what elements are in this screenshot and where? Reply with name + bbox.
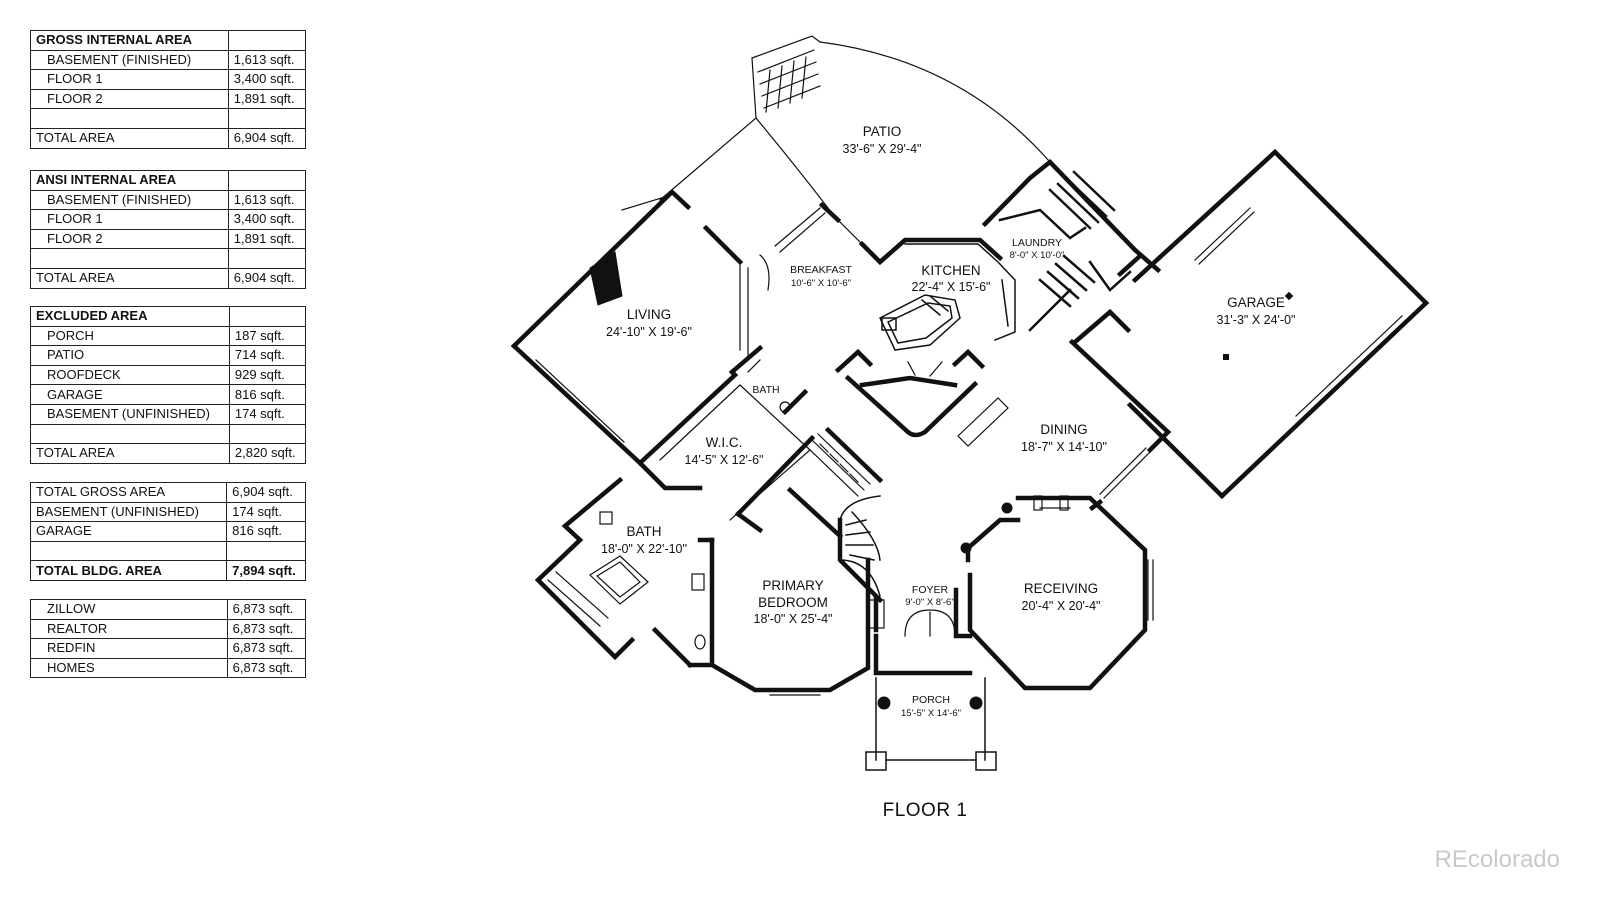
total-value: 2,820 sqft. bbox=[228, 443, 307, 464]
row-label: TOTAL GROSS AREA bbox=[29, 482, 228, 503]
living-windows bbox=[531, 195, 749, 447]
row-value: 3,400 sqft. bbox=[227, 209, 307, 230]
room-label-foyer: FOYER bbox=[912, 584, 949, 596]
room-label-wic: W.I.C. bbox=[706, 435, 743, 450]
room-label-dining: DINING bbox=[1040, 422, 1087, 437]
row-value: 3,400 sqft. bbox=[227, 69, 307, 90]
staircase bbox=[839, 495, 881, 597]
column-icon bbox=[877, 696, 891, 710]
room-label-bath: BATH bbox=[626, 524, 661, 539]
room-label-garage: GARAGE bbox=[1227, 295, 1285, 310]
foyer-walls bbox=[873, 587, 973, 676]
room-dim-laundry: 8'-0" X 10'-0" bbox=[1010, 250, 1065, 261]
total-value: 6,904 sqft. bbox=[227, 127, 307, 149]
gross-internal-area-table: GROSS INTERNAL AREA BASEMENT (FINISHED)1… bbox=[30, 30, 307, 149]
total-value: 6,904 sqft. bbox=[227, 267, 307, 289]
laundry bbox=[998, 170, 1132, 332]
floor-title: FLOOR 1 bbox=[882, 800, 968, 821]
receiving-walls bbox=[965, 495, 1148, 691]
ansi-internal-area-table: ANSI INTERNAL AREA BASEMENT (FINISHED)1,… bbox=[30, 170, 307, 289]
small-bath bbox=[728, 344, 809, 416]
row-value: 1,891 sqft. bbox=[227, 88, 307, 110]
total-label: TOTAL AREA bbox=[30, 267, 229, 289]
pantry bbox=[834, 348, 986, 438]
sink-icon bbox=[747, 359, 761, 373]
room-dim-patio: 33'-6" X 29'-4" bbox=[843, 142, 922, 156]
row-value: 6,873 sqft. bbox=[226, 618, 307, 640]
kitchen-island bbox=[879, 243, 1016, 351]
row-label: HOMES bbox=[30, 657, 228, 679]
bath-walls bbox=[534, 476, 715, 669]
living-walls bbox=[510, 188, 744, 467]
kitchen-walls bbox=[818, 158, 1162, 278]
room-dim-kitchen: 22'-4" X 15'-6" bbox=[912, 280, 991, 294]
row-value: 714 sqft. bbox=[228, 345, 307, 366]
toilet-icon bbox=[779, 401, 791, 413]
porch bbox=[865, 677, 997, 771]
room-dim-dining: 18'-7" X 14'-10" bbox=[1021, 440, 1107, 454]
room-label-living: LIVING bbox=[627, 307, 671, 322]
room-dim-receiving: 20'-4" X 20'-4" bbox=[1022, 599, 1101, 613]
total-value: 7,894 sqft. bbox=[226, 560, 306, 581]
kitchen-bar bbox=[957, 397, 1009, 447]
room-dim-foyer: 9'-0" X 8'-6" bbox=[905, 597, 954, 608]
total-label: TOTAL AREA bbox=[30, 443, 230, 464]
garage-doors bbox=[1194, 207, 1407, 421]
row-value: 6,904 sqft. bbox=[226, 482, 306, 503]
dining-window bbox=[1099, 447, 1151, 499]
receiving-windows bbox=[1033, 495, 1154, 621]
wic-shelves bbox=[659, 384, 811, 521]
watermark-logo: REcolorado bbox=[1434, 846, 1560, 873]
row-value: 6,873 sqft. bbox=[226, 657, 307, 679]
patio-outline bbox=[659, 35, 1051, 209]
room-label-breakfast: BREAKFAST bbox=[790, 264, 852, 276]
room-label-bath-small: BATH bbox=[752, 384, 779, 396]
total-label: TOTAL BLDG. AREA bbox=[29, 560, 228, 581]
foyer-doors bbox=[867, 599, 956, 637]
room-label-laundry: LAUNDRY bbox=[1012, 237, 1062, 249]
room-label-patio: PATIO bbox=[863, 124, 902, 139]
total-label: TOTAL AREA bbox=[30, 127, 229, 149]
column-icon bbox=[960, 542, 972, 554]
room-dim-wic: 14'-5" X 12'-6" bbox=[685, 453, 764, 467]
bath-fixtures bbox=[547, 511, 706, 650]
room-dim-bath: 18'-0" X 22'-10" bbox=[601, 542, 687, 556]
table-heading: ANSI INTERNAL AREA bbox=[30, 170, 229, 191]
room-label-bedroom: BEDROOM bbox=[758, 595, 828, 610]
row-label: PORCH bbox=[30, 325, 230, 347]
room-dim-living: 24'-10" X 19'-6" bbox=[606, 325, 692, 339]
garage-marker bbox=[1284, 291, 1294, 301]
garage-walls bbox=[1071, 148, 1430, 500]
garage-marker bbox=[1223, 354, 1229, 360]
room-dim-garage: 31'-3" X 24'-0" bbox=[1217, 313, 1296, 327]
room-dim-primary: 18'-0" X 25'-4" bbox=[754, 612, 833, 626]
room-label-receiving: RECEIVING bbox=[1024, 581, 1098, 596]
column-icon bbox=[1001, 502, 1013, 514]
breakfast-window bbox=[759, 207, 863, 291]
room-label-porch: PORCH bbox=[912, 694, 950, 706]
room-label-kitchen: KITCHEN bbox=[921, 263, 980, 278]
room-dim-breakfast: 10'-6" X 10'-6" bbox=[791, 278, 851, 289]
room-label-primary: PRIMARY bbox=[762, 578, 823, 593]
wic-walls bbox=[636, 371, 816, 518]
room-dim-porch: 15'-5" X 14'-6" bbox=[901, 708, 961, 719]
bedroom-windows bbox=[769, 689, 821, 696]
column-icon bbox=[969, 696, 983, 710]
stairs-main bbox=[805, 433, 871, 497]
